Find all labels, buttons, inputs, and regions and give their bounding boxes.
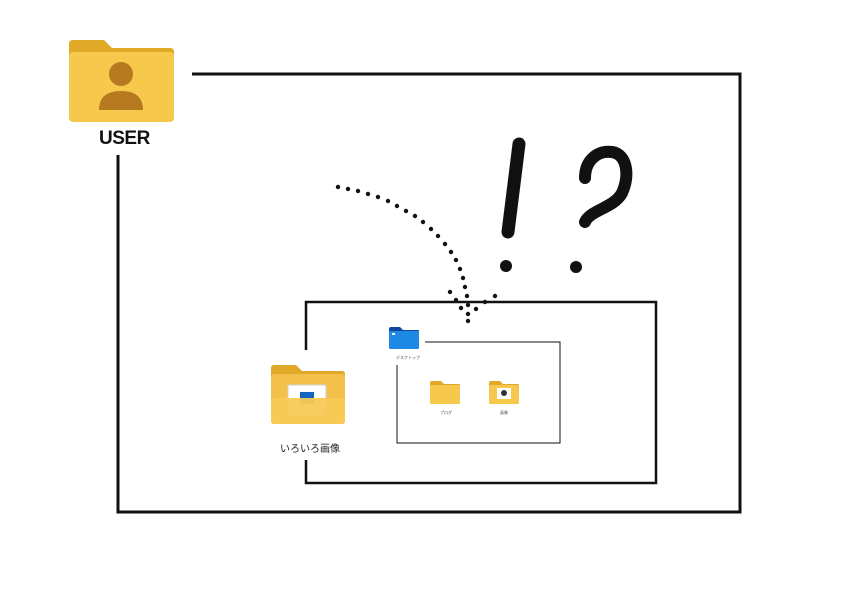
blog-folder-label: ブログ <box>440 410 452 415</box>
user-folder-icon <box>69 40 174 122</box>
photos-folder-label: 画像 <box>500 410 508 415</box>
images-folder[interactable]: いろいろ画像 <box>268 364 348 459</box>
desktop-folder-icon <box>389 327 419 349</box>
user-box-outline <box>116 72 742 514</box>
blog-folder[interactable]: ブログ <box>429 380 463 416</box>
image-folder-icon <box>271 365 345 424</box>
desktop-folder-label: デスクトップ <box>396 355 420 360</box>
photo-folder-icon <box>489 381 519 404</box>
exclamation-question-mark <box>500 137 633 273</box>
user-folder-label: USER <box>99 128 150 149</box>
images-folder-label: いろいろ画像 <box>280 444 340 455</box>
folder-icon <box>430 381 460 404</box>
desktop-folder[interactable]: デスクトップ <box>388 326 428 362</box>
images-box-outline <box>304 300 658 485</box>
desktop-box-outline <box>396 341 561 444</box>
user-folder[interactable]: USER <box>66 38 176 153</box>
photos-folder[interactable]: 画像 <box>488 380 522 416</box>
dotted-arrow <box>335 184 498 324</box>
